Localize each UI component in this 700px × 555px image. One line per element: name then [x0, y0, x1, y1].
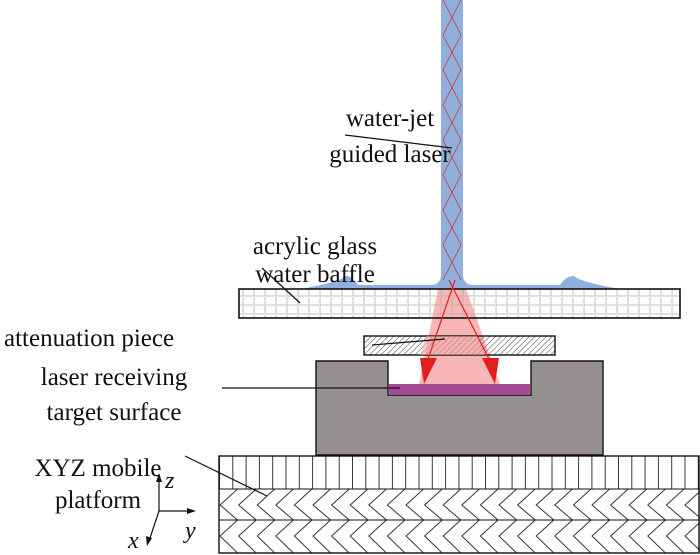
- coordinate-axes: [146, 473, 196, 546]
- x-axis-label: x: [127, 528, 139, 554]
- y-axis-label: y: [183, 518, 196, 544]
- attenuation-piece-label: attenuation piece: [4, 325, 174, 352]
- leader-lines: [184, 134, 453, 497]
- target-surface-label: target surface: [47, 399, 182, 426]
- z-axis-label: z: [164, 468, 175, 494]
- guided-laser-label: guided laser: [329, 141, 451, 168]
- water-jet-label: water-jet: [346, 105, 434, 132]
- laser-rays: [420, 279, 499, 384]
- platform-label: platform: [55, 487, 142, 514]
- water-baffle-label: water baffle: [255, 261, 375, 288]
- water-jet: [300, 0, 620, 289]
- target-block: [315, 360, 604, 456]
- acrylic-glass-label: acrylic glass: [253, 233, 377, 260]
- laser-receiving-label: laser receiving: [41, 364, 188, 391]
- acrylic-glass-water-baffle: [238, 288, 681, 319]
- xyz-mobile-label: XYZ mobile: [34, 455, 161, 482]
- laser-receiving-target-surface: [389, 384, 530, 395]
- xyz-mobile-platform: [218, 455, 700, 554]
